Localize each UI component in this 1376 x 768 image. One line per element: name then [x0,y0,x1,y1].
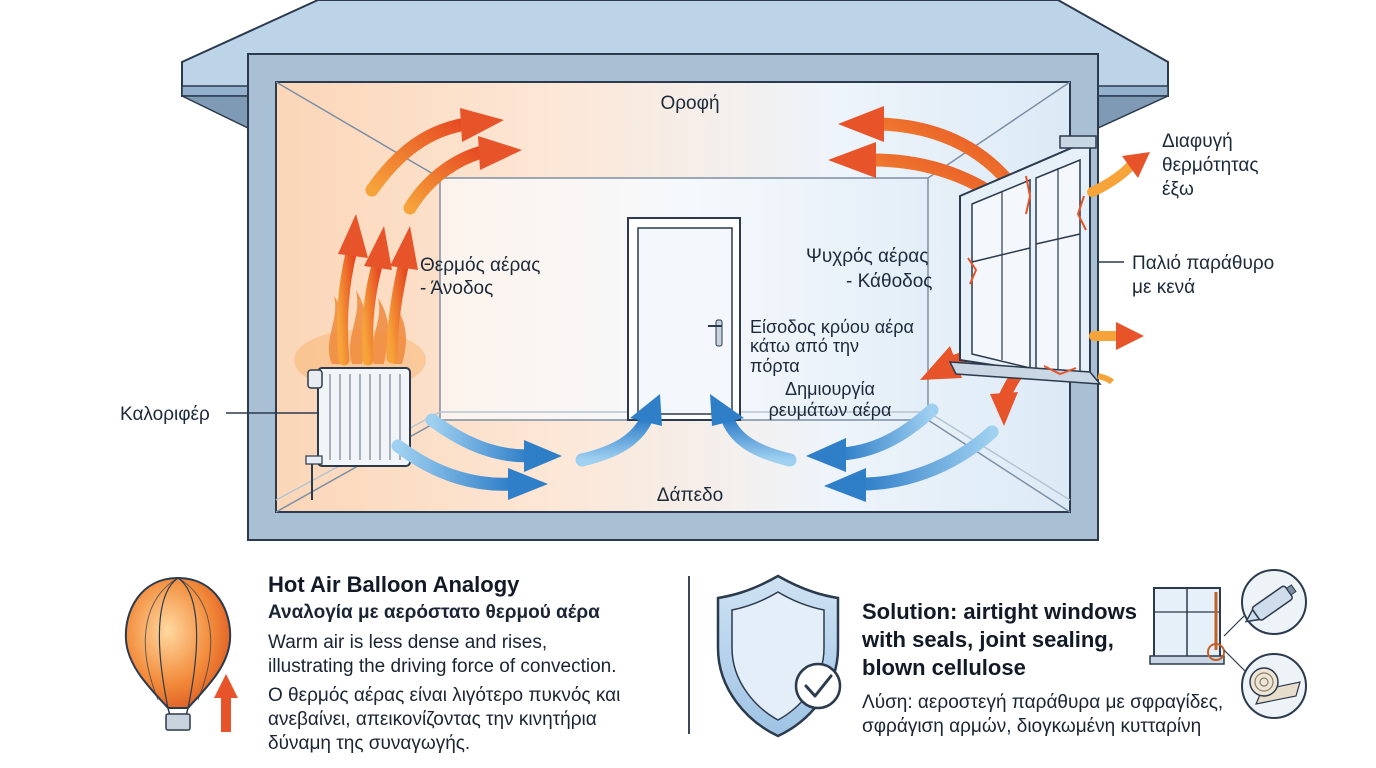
analogy-title: Hot Air Balloon Analogy [268,572,520,597]
heat-escape-line2: θερμότητας [1162,155,1259,176]
currents-line2: ρευμάτων αέρα [768,400,892,420]
hot-air-label-line1: Θερμός αέρας [420,255,541,276]
sealed-window-icon [1149,587,1225,665]
analogy-en-line1: Warm air is less dense and rises, [268,632,548,653]
heat-escape-arrows [1087,152,1150,385]
solution-el-line2: σφράγιση αρμών, διογκωμένη κυτταρίνη [862,716,1202,737]
analogy-en-line2: illustrating the driving force of convec… [268,656,617,677]
rise-arrow-icon [214,674,238,732]
door-entry-line2: κάτω από την [750,336,860,356]
panel-divider [688,576,690,734]
old-window-line1: Παλιό παράθυρο [1132,253,1275,274]
cold-air-floor-currents [391,394,999,502]
ceiling-label: Οροφή [660,93,720,114]
solution-title-line3: blown cellulose [862,655,1026,680]
solution-el-line1: Λύση: αεροστεγή παράθυρα με σφραγίδες, [862,692,1224,713]
currents-line1: Δημιουργία [785,379,875,399]
analogy-subtitle: Αναλογία με αερόστατο θερμού αέρα [268,602,600,623]
door-entry-line3: πόρτα [750,356,800,376]
old-window-line2: με κενά [1132,277,1196,298]
solution-title-line1: Solution: airtight windows [862,599,1137,624]
analogy-el-line2: ανεβαίνει, απεικονίζοντας την κινητήρια [268,709,597,730]
heat-escape-line1: Διαφυγή [1162,131,1233,152]
window-icon [948,135,1102,385]
radiator-label: Καλοριφέρ [120,404,210,425]
heat-escape-line3: έξω [1162,179,1194,200]
analogy-el-line1: Ο θερμός αέρας είναι λιγότερο πυκνός και [268,685,621,706]
solution-title-line2: with seals, joint sealing, [862,627,1114,652]
cold-air-label-line2: - Κάθοδος [846,271,933,292]
leader-insulation [1223,649,1247,673]
leader-caulk [1223,615,1245,637]
door-entry-line1: Είσοδος κρύου αέρα [750,317,914,337]
caulk-tube-icon [1241,569,1307,635]
insulation-roll-icon [1241,653,1307,719]
analogy-el-line3: δύναμη της συναγωγής. [268,733,471,754]
cold-air-label-line1: Ψυχρός αέρας [806,246,929,267]
floor-label: Δάπεδο [656,485,724,506]
balloon-icon [124,576,232,731]
shield-check-icon [716,574,842,738]
hot-air-label-line2: - Άνοδος [420,278,494,299]
door-icon [627,217,741,421]
warm-air-arrows [336,108,522,366]
